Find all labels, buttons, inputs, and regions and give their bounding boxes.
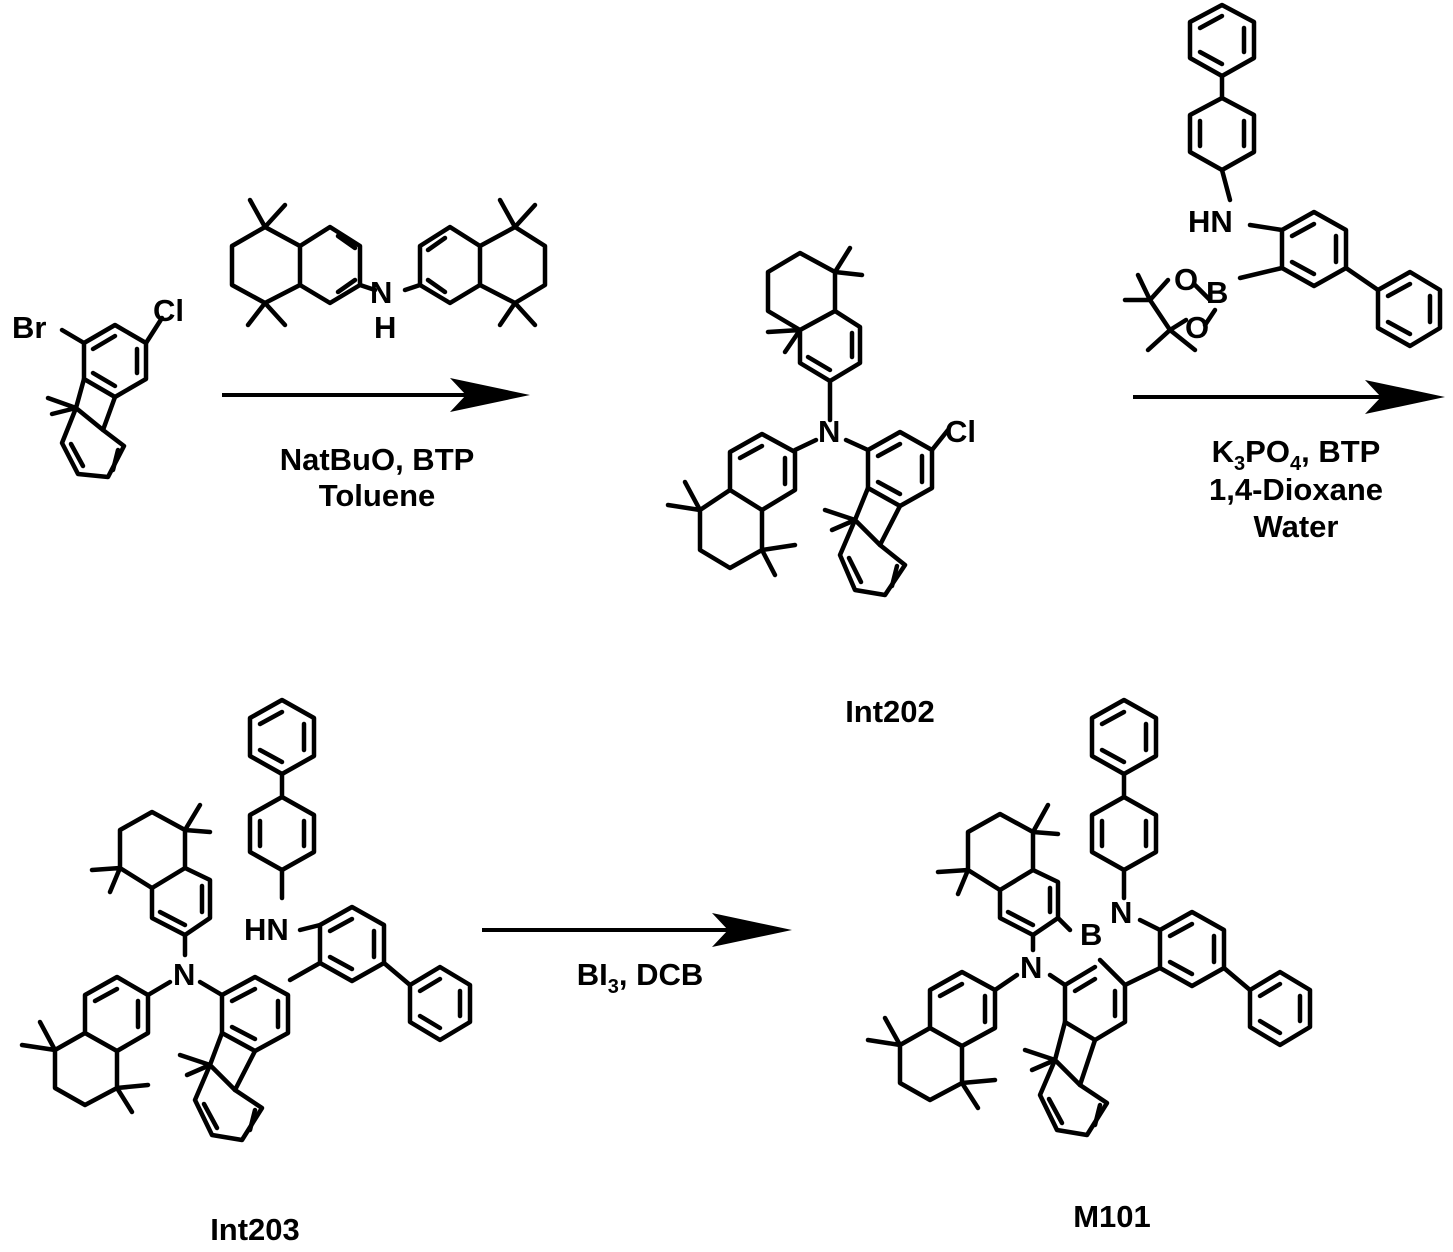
boronate-reagent: HN B O O — [1125, 5, 1440, 350]
step2-reagent-line-3: Water — [1254, 509, 1339, 544]
reaction-arrow-2 — [1133, 380, 1445, 414]
boronate-o-atom-1: O — [1174, 262, 1198, 297]
step1-reagent-line-1: NatBuO, BTP — [280, 442, 475, 477]
m101-n-atom-top: N — [1110, 895, 1132, 930]
boronate-o-atom-2: O — [1185, 310, 1209, 345]
int203-label: Int203 — [210, 1212, 300, 1247]
m101-b-atom: B — [1080, 917, 1102, 952]
m101-label: M101 — [1073, 1199, 1151, 1234]
bromo-atom: Br — [12, 310, 46, 345]
step2-reagent-line-2: 1,4-Dioxane — [1209, 472, 1383, 507]
amine-reagent: N H — [232, 200, 545, 345]
amine-h-atom: H — [374, 310, 396, 345]
reaction-arrow-1 — [222, 378, 530, 412]
m101-n-atom-left: N — [1020, 950, 1042, 985]
int202-label: Int202 — [845, 694, 935, 729]
boronate-b-atom: B — [1206, 275, 1228, 310]
boronate-hn-atom: HN — [1188, 204, 1233, 239]
int202-structure: N Cl — [668, 248, 976, 595]
step3-reagent: BI3, DCB — [577, 957, 704, 998]
int203-hn-atom: HN — [244, 912, 289, 947]
int202-n-atom: N — [818, 414, 840, 449]
amine-n-atom: N — [370, 275, 392, 310]
step2-reagent-line-1: K3PO4, BTP — [1212, 434, 1381, 475]
int203-structure: HN N — [22, 700, 470, 1140]
reaction-arrow-3 — [482, 913, 792, 947]
int203-n-atom: N — [173, 957, 195, 992]
step1-reagent-line-2: Toluene — [319, 478, 436, 513]
m101-structure: N B N — [868, 700, 1310, 1135]
int202-chloro-atom: Cl — [945, 414, 976, 449]
chloro-atom: Cl — [153, 293, 184, 328]
start-material-fluorene: Br Cl — [12, 293, 184, 477]
